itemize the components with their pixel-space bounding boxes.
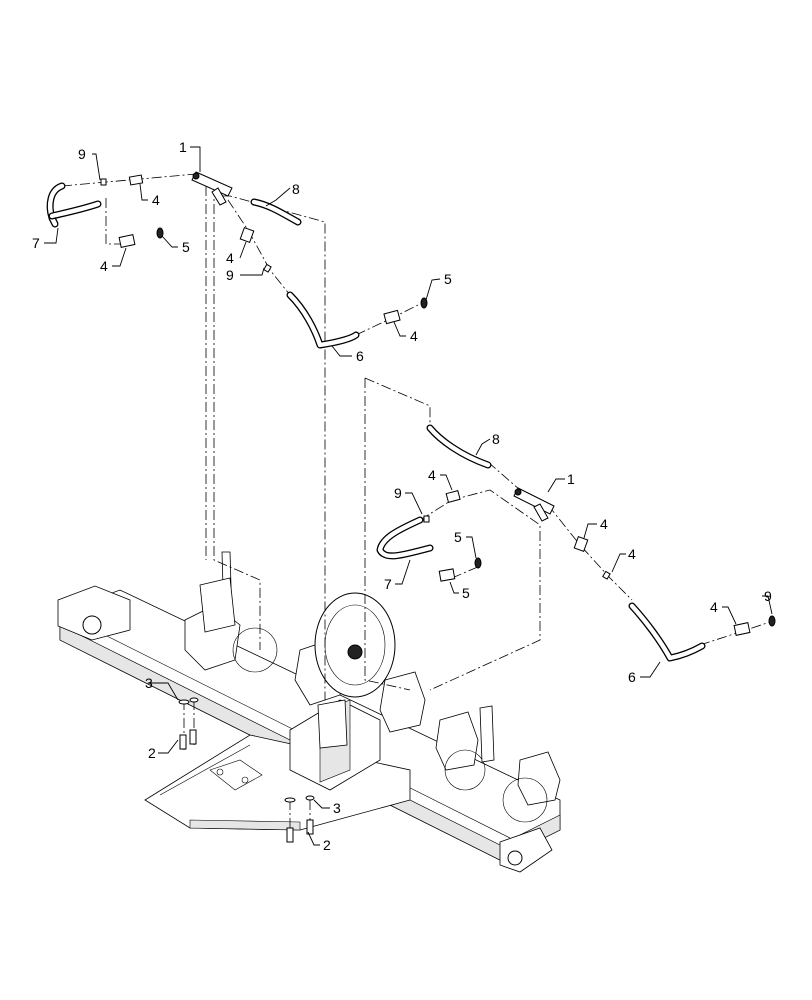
callout-4: 4	[428, 467, 436, 483]
hose-8-upper	[250, 198, 302, 226]
bolts-and-washers	[178, 697, 315, 843]
callout-2: 2	[148, 745, 156, 761]
callout-9: 4	[628, 546, 636, 562]
callout-5: 9	[764, 588, 772, 604]
callout-6: 6	[628, 669, 636, 685]
callout-5: 5	[454, 529, 462, 545]
callout-9: 9	[226, 267, 234, 283]
callout-4: 4	[600, 516, 608, 532]
tee-fitting-1-upper	[191, 171, 233, 206]
hose-8-lower	[426, 424, 492, 469]
hose-assemblies	[46, 182, 706, 662]
callout-2: 2	[323, 837, 331, 853]
callout-8: 8	[292, 181, 300, 197]
callout-4: 5	[462, 585, 470, 601]
callout-numbers: 1 9 4 8 7 4 5 4 9 5 4 6 8 4 1 9 4 5 7 4 …	[32, 139, 772, 853]
leader-lines	[44, 146, 773, 846]
callout-1: 1	[567, 471, 575, 487]
toolbar-frame	[57, 551, 561, 873]
clamp-parts	[100, 178, 611, 580]
callout-4: 4	[226, 250, 234, 266]
callout-9: 9	[394, 485, 402, 501]
callout-8: 8	[492, 431, 500, 447]
callout-3: 3	[333, 800, 341, 816]
coupler-parts	[118, 174, 751, 636]
callout-4: 4	[410, 328, 418, 344]
cap-parts	[156, 227, 776, 627]
hose-6-upper	[286, 291, 360, 349]
tee-fitting-1-lower	[513, 487, 555, 522]
callout-3: 3	[145, 675, 153, 691]
callout-9: 9	[78, 146, 86, 162]
callout-5: 5	[444, 271, 452, 287]
callout-7: 7	[32, 235, 40, 251]
callout-4: 4	[710, 599, 718, 615]
callout-7: 7	[384, 576, 392, 592]
callout-5: 5	[182, 239, 190, 255]
callout-6: 6	[356, 348, 364, 364]
callout-4: 4	[100, 258, 108, 274]
hose-6-lower	[628, 602, 706, 662]
callout-4: 4	[152, 192, 160, 208]
fittings	[100, 171, 776, 843]
callout-1: 1	[179, 139, 187, 155]
hose-7-lower	[376, 516, 434, 560]
assembly-lines	[61, 173, 771, 840]
hose-7-upper	[46, 182, 102, 228]
